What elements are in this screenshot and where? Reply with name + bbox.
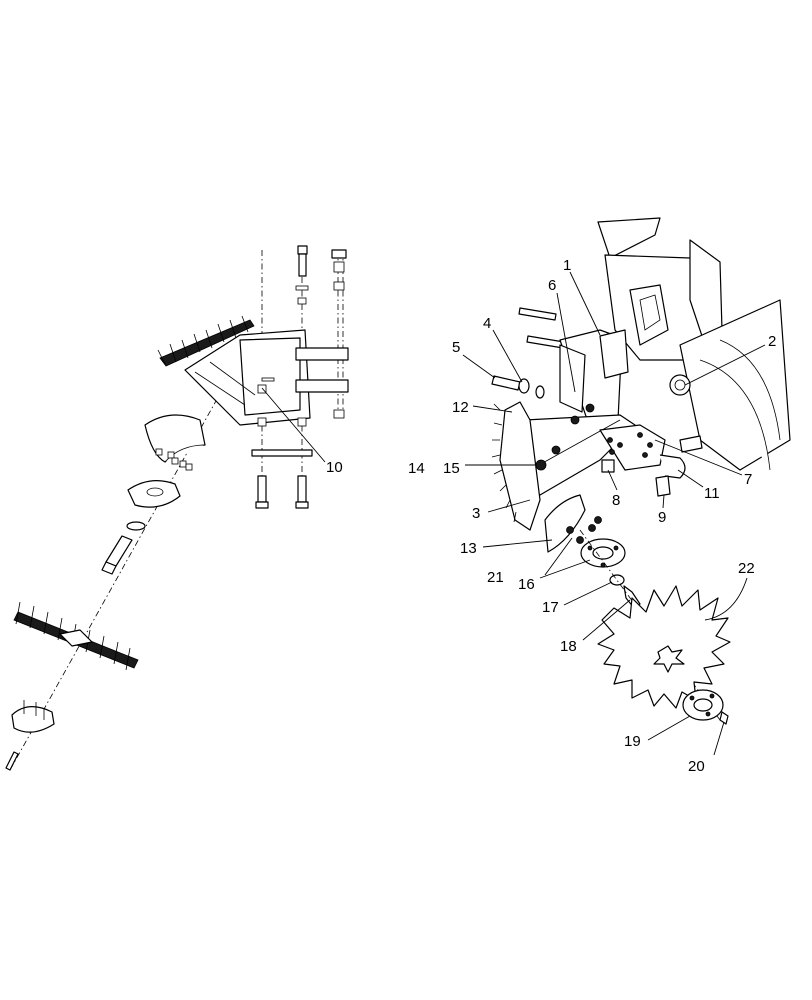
nuts-15 [535,403,595,471]
right-assembly [491,217,791,725]
hub-19 [682,689,724,721]
callout-15: 15 [443,460,460,477]
gauge-star-wheel [491,401,541,531]
callout-14: 14 [408,460,425,477]
callout-labels: 1 2 3 4 5 6 7 8 9 10 11 12 13 14 15 16 1… [326,257,776,775]
left-lower-star-wheel [13,601,139,671]
callout-10: 10 [326,459,343,476]
bolt-and-washer [491,375,545,399]
callout-4: 4 [483,315,491,332]
callout-16: 16 [518,576,535,593]
scraper-13 [544,494,586,553]
main-bracket [559,329,629,429]
left-lower-hub [11,700,55,733]
leader-lines [261,271,766,756]
left-long-bolt [101,535,133,575]
callout-18: 18 [560,638,577,655]
left-spacer [126,521,146,531]
callout-2: 2 [768,333,776,350]
callout-6: 6 [548,277,556,294]
star-wheel-22 [597,585,731,709]
callout-8: 8 [612,492,620,509]
callout-11: 11 [704,485,720,502]
callout-9: 9 [658,509,666,526]
left-frame-bracket [184,329,349,426]
callout-3: 3 [472,505,480,522]
u-bolt-11 [659,454,686,479]
left-hardware-stack [251,245,347,509]
left-small-bolt [5,751,19,771]
plate-7 [599,424,666,471]
callout-1: 1 [563,257,571,274]
bolt-9 [655,475,671,497]
left-hub-cap [127,480,181,508]
callout-5: 5 [452,339,460,356]
bolt-20 [719,711,729,725]
callout-13: 13 [460,540,477,557]
hub-16 [580,538,626,568]
callout-19: 19 [624,733,641,750]
callout-22: 22 [738,560,755,577]
left-assembly [5,245,349,771]
nuts-21 [566,516,602,544]
callout-7: 7 [744,471,752,488]
callout-20: 20 [688,758,705,775]
callout-17: 17 [542,599,559,616]
left-upper-star-wheel [157,315,255,367]
callout-12: 12 [452,399,469,416]
left-shield [144,414,206,463]
bushing-8 [601,459,615,473]
washer-17 [609,574,625,586]
machine-frame [597,217,791,471]
left-nuts [155,448,193,471]
callout-21: 21 [487,569,504,586]
